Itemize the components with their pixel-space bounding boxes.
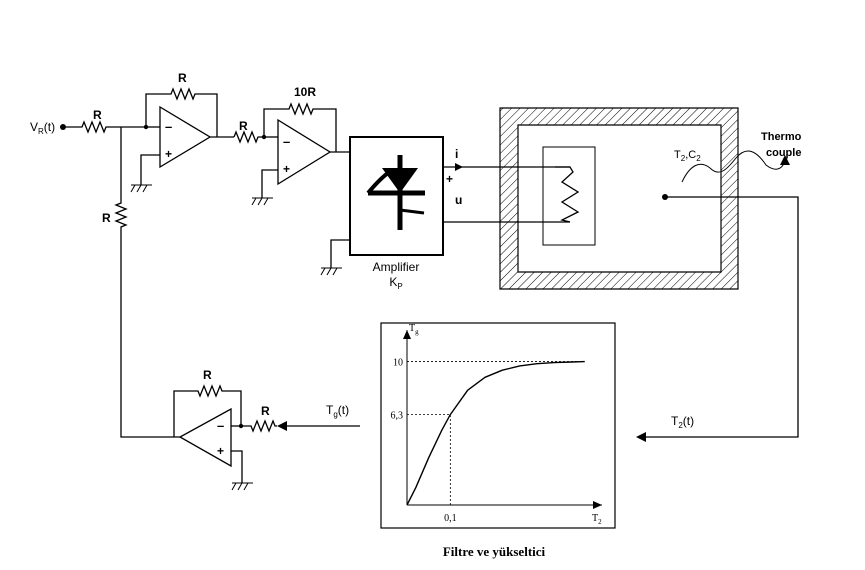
svg-text:–: – (217, 418, 224, 433)
svg-text:R: R (261, 404, 270, 418)
x-axis-label: T2 (592, 513, 602, 526)
stage1-opamp: R – + R (66, 71, 234, 193)
y-tick-label-0: 10 (393, 358, 403, 369)
svg-text:10R: 10R (294, 85, 316, 99)
y-axis-label: Tg (409, 323, 419, 336)
svg-text:T2,C2: T2,C2 (674, 149, 701, 163)
filter-chart: 0,1 10 6,3 Tg T2 (380, 322, 616, 529)
feedback-path: R (102, 127, 180, 438)
svg-text:KP: KP (389, 275, 402, 291)
svg-text:–: – (283, 134, 290, 149)
thyristor-amplifier: Amplifier KP (320, 136, 444, 291)
svg-text:R: R (239, 119, 248, 133)
svg-text:+: + (217, 444, 224, 458)
x-tick-label-0: 0,1 (444, 513, 457, 524)
svg-text:R: R (102, 211, 111, 225)
svg-text:u: u (455, 193, 462, 207)
series-line-0 (406, 360, 585, 506)
svg-text:R: R (93, 108, 102, 122)
plot-axes (403, 330, 602, 509)
guide-lines (407, 361, 585, 505)
tg-signal-line: Tg(t) (277, 403, 360, 431)
stage3-opamp: R – + R (173, 368, 277, 491)
svg-text:Thermo: Thermo (761, 131, 802, 143)
svg-text:i: i (455, 147, 458, 161)
input-terminal: VR(t) (30, 120, 66, 136)
svg-text:+: + (165, 147, 172, 161)
svg-text:+: + (446, 172, 453, 186)
svg-text:T2(t): T2(t) (671, 414, 694, 430)
svg-text:+: + (283, 162, 290, 176)
svg-text:Tg(t): Tg(t) (326, 403, 349, 419)
stage2-opamp: R – + 10R (233, 85, 350, 206)
tick-layer: 0,1 10 6,3 (391, 358, 457, 524)
caption: Filtre ve yükseltici (443, 544, 546, 559)
sensor-return-line: T2(t) (636, 196, 799, 442)
svg-text:–: – (165, 119, 172, 134)
oven: T2,C2 Thermo couple (499, 107, 802, 290)
svg-text:couple: couple (766, 147, 801, 159)
y-tick-label-1: 6,3 (391, 411, 404, 422)
svg-text:Amplifier: Amplifier (373, 260, 420, 274)
svg-text:R: R (178, 71, 187, 85)
svg-text:VR(t): VR(t) (30, 120, 55, 136)
series-layer (406, 360, 585, 506)
svg-text:R: R (203, 368, 212, 382)
